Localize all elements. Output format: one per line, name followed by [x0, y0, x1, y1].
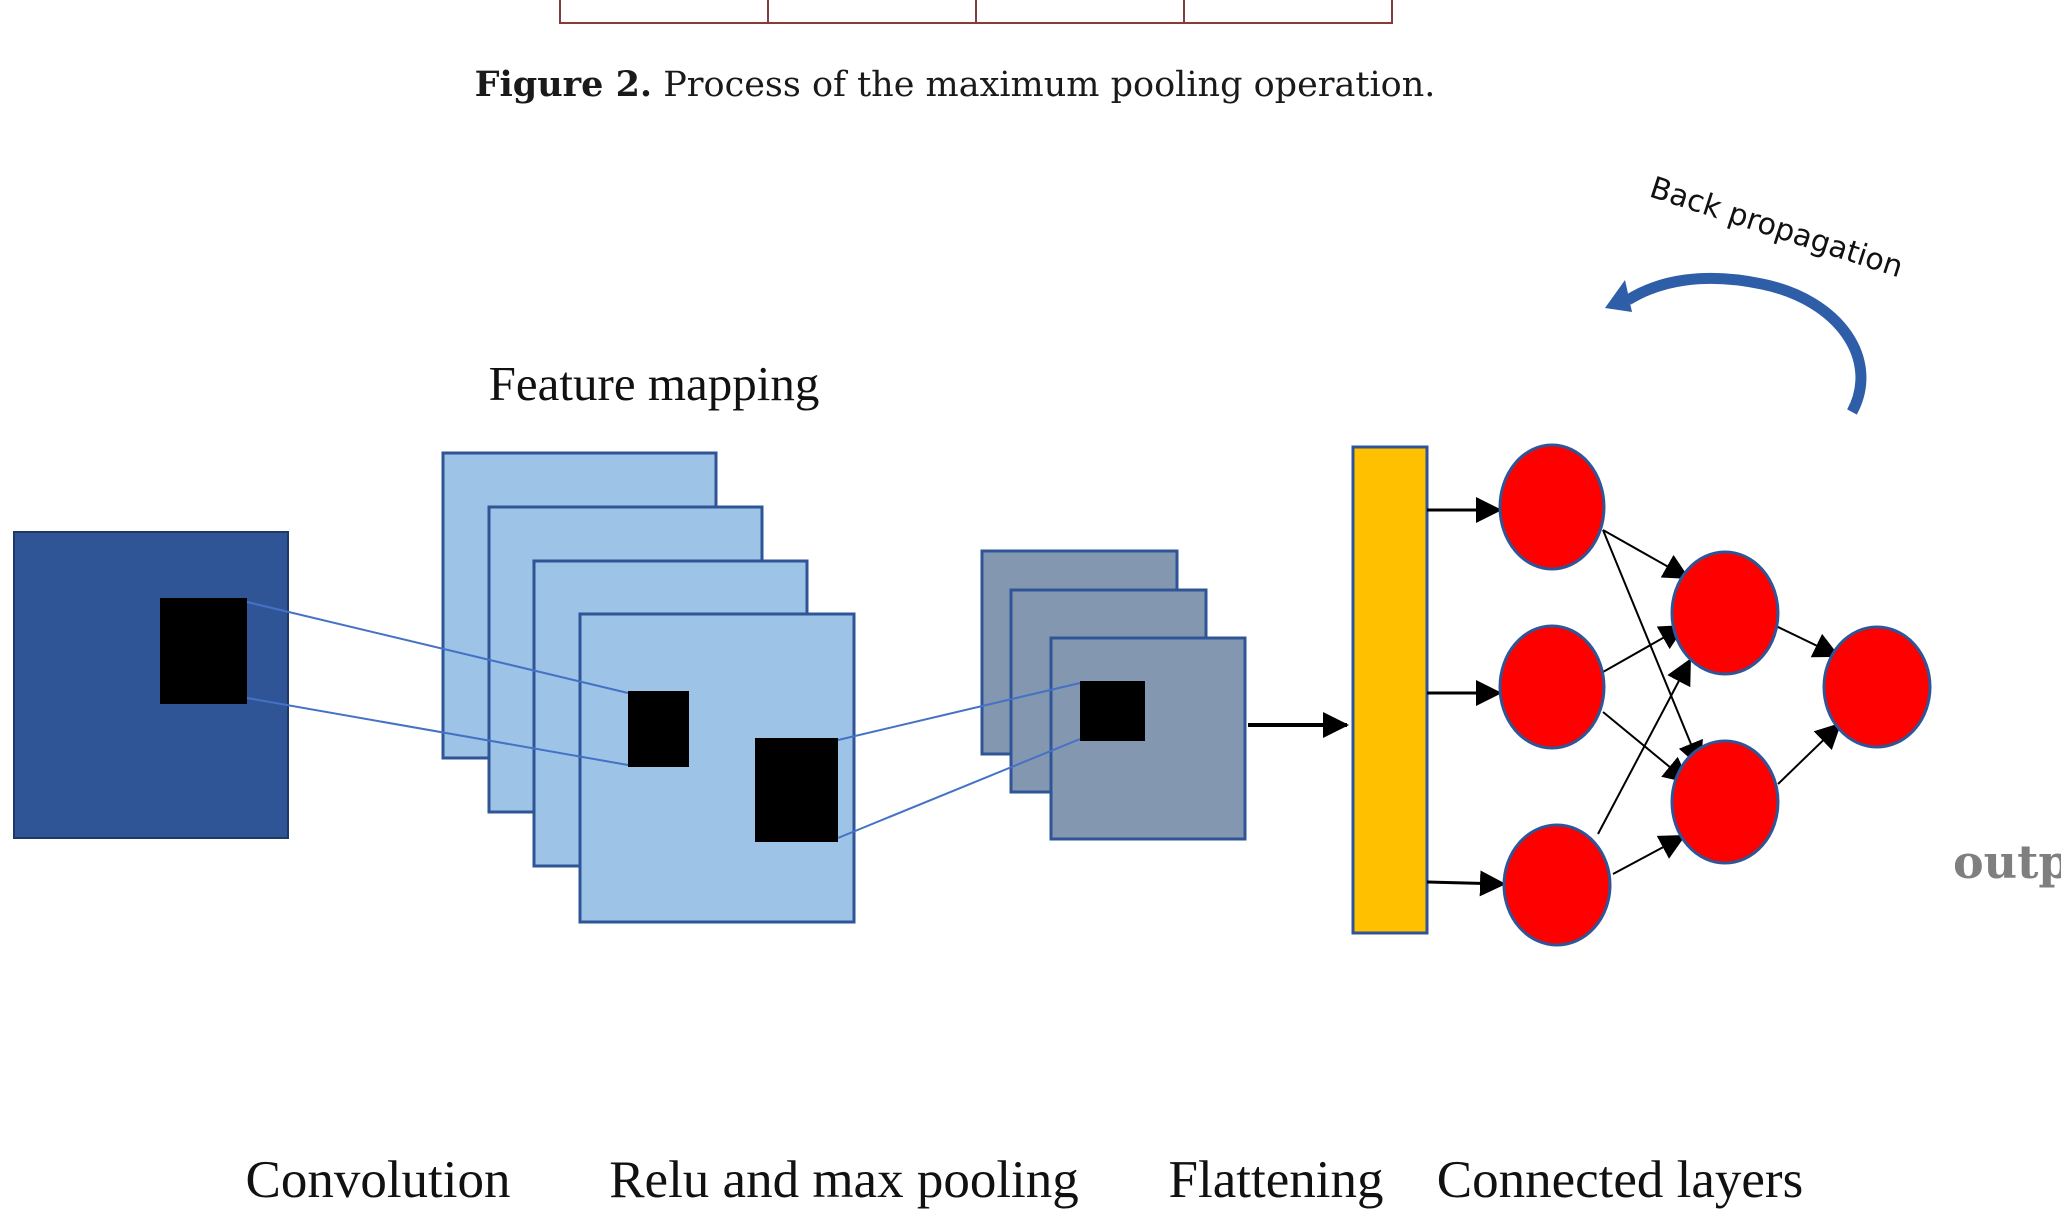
pooling-table-fragment — [559, 0, 1393, 24]
connection-arrow — [1612, 835, 1686, 875]
back-propagation-arrow — [1625, 272, 1867, 415]
stage-label-connected-layers: Connected layers — [1437, 1151, 1803, 1209]
connection-arrow — [1597, 658, 1691, 835]
connection-arrow — [1602, 529, 1703, 768]
feature-activation-small — [628, 691, 689, 767]
stage-label-flattening: Flattening — [1169, 1151, 1384, 1209]
pooled-value — [1080, 681, 1145, 741]
back-propagation-arrowhead — [1605, 280, 1632, 312]
stage-label-relu-pooling: Relu and max pooling — [609, 1151, 1079, 1209]
connection-arrow — [1602, 711, 1690, 784]
table-cell — [1183, 0, 1393, 24]
output-label: outp — [1953, 835, 2061, 889]
figure-caption: Figure 2. Process of the maximum pooling… — [0, 64, 1910, 105]
connection-arrow — [1426, 870, 1506, 897]
connection-arrow — [1775, 625, 1840, 658]
output-neuron — [1822, 625, 1932, 749]
input-neuron — [1502, 823, 1612, 947]
hidden-neuron — [1670, 550, 1780, 676]
table-cell — [559, 0, 769, 24]
connection-arrow — [1602, 625, 1686, 673]
feature-mapping-label: Feature mapping — [489, 356, 820, 411]
hidden-neuron — [1670, 739, 1780, 865]
table-cell — [975, 0, 1185, 24]
input-neuron — [1498, 443, 1606, 571]
convolution-kernel — [160, 598, 247, 704]
caption-text: Process of the maximum pooling operation… — [663, 65, 1436, 105]
caption-label: Figure 2. — [474, 64, 653, 105]
flatten-vector — [1351, 445, 1429, 935]
table-cell — [767, 0, 977, 24]
stage-label-convolution: Convolution — [245, 1151, 510, 1209]
back-propagation-label: Back propagation — [1646, 170, 1908, 285]
input-neuron — [1498, 624, 1606, 750]
connection-arrow — [1777, 722, 1842, 785]
projection-line — [837, 738, 1081, 839]
connection-arrow — [1602, 529, 1690, 579]
projection-line — [246, 697, 629, 766]
projection-line — [837, 682, 1081, 741]
projection-line — [246, 601, 629, 694]
pooling-window — [755, 738, 838, 842]
